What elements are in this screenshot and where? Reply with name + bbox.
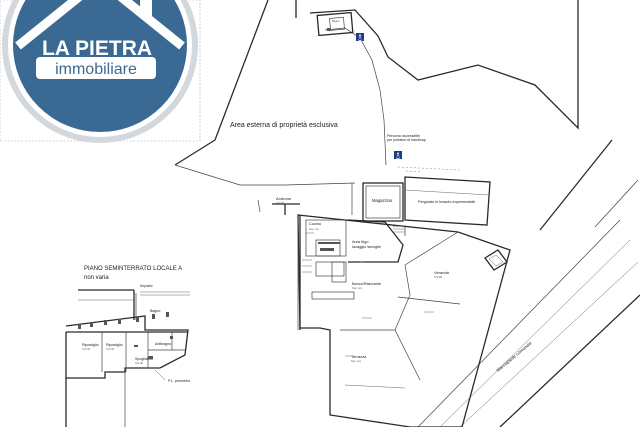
pergolato-label: Pergolato in tessuto impermeabile: [418, 200, 475, 204]
company-logo: LA PIETRA immobiliare: [0, 0, 201, 143]
svg-text:Sup. mq: Sup. mq: [351, 359, 361, 363]
area-frigo-label-2: lavaggio stoviglie: [352, 245, 381, 249]
marciapiede-label: Marciapiede comunale: [495, 340, 532, 373]
street-edge: Marciapiede comunale: [417, 139, 640, 427]
svg-text:h=2.40: h=2.40: [135, 361, 144, 365]
logo-brand-bottom: immobiliare: [55, 61, 137, 78]
piano-seminterrato-title-1: PIANO SEMINTERRATO LOCALE A: [84, 266, 182, 272]
antibagno-label: Antibagno: [155, 342, 171, 346]
svg-text:Sup. mq: Sup. mq: [309, 227, 319, 231]
area-frigo-room: Area frigo lavaggio stoviglie: [347, 219, 406, 263]
veranda-room: Veranda h=2.80: [394, 231, 459, 331]
logo-brand-band: [36, 57, 156, 79]
veranda-label: Veranda: [434, 270, 450, 275]
right-small-fixture: [484, 249, 508, 271]
area-frigo-label-1: Area frigo: [352, 240, 368, 244]
bagno-basement-label: Bagno: [150, 309, 160, 313]
pl-perimetro-label: P.L. perimetro: [168, 379, 190, 383]
cucina-room: Cucina Sup. mq: [305, 219, 347, 257]
area-esterna-label: Area esterna di proprietà esclusiva: [230, 122, 338, 129]
terrazza-label: Terrazza: [351, 354, 367, 359]
percorso-label-line1: Percorso accessibile: [387, 134, 420, 138]
logo-brand-top: LA PIETRA: [42, 37, 152, 60]
basement-plan: Ripostiglio h=2.40 Ripostiglio h=2.40 Sp…: [65, 284, 190, 427]
terrazza-room: Terrazza Sup. mq: [340, 329, 421, 389]
magazzino-room: Magazzino: [362, 182, 404, 222]
bancone-area: Banco/Ristorante Sup. mq: [311, 282, 461, 305]
accessibility-sign-icon: [394, 151, 402, 159]
piano-seminterrato-title-2: non varia: [84, 275, 109, 281]
percorso-label-line2: per portatori di handicap: [387, 138, 426, 142]
pergolato-area: Pergolato in tessuto impermeabile: [404, 176, 491, 226]
accessibility-sign-icon: [356, 33, 364, 41]
top-bathroom: Bagno: [316, 11, 354, 37]
outdoor-area-outline: [174, 0, 579, 215]
ground-floor-plan: Androne h=3.00 Cucina Sup. mq Area frigo…: [272, 196, 511, 427]
ripostiglio-label-2: Ripostiglio: [106, 343, 123, 347]
svg-text:Sup. mq: Sup. mq: [352, 286, 362, 290]
svg-text:h=3.00: h=3.00: [276, 201, 285, 205]
deposito-label: Deposito: [140, 284, 153, 288]
dimension-markers: [305, 232, 434, 357]
cucina-label: Cucina: [309, 222, 322, 226]
magazzino-label: Magazzino: [372, 198, 393, 203]
window-markers: [78, 312, 169, 329]
house-chimney-icon: [140, 0, 152, 16]
ripostiglio-label-1: Ripostiglio: [82, 343, 99, 347]
bancone-label: Banco/Ristorante: [352, 282, 381, 286]
service-rooms: [302, 259, 347, 283]
spogliatoio-label: Spogliatoio: [135, 357, 153, 361]
svg-text:h=2.40: h=2.40: [106, 347, 115, 351]
street-guides: [397, 166, 461, 173]
house-roof-icon: [15, 0, 185, 50]
bagno-top-label: Bagno: [332, 19, 340, 23]
svg-text:h=2.80: h=2.80: [434, 275, 443, 279]
svg-text:h=2.40: h=2.40: [82, 347, 91, 351]
androne-label: Androne: [276, 196, 292, 201]
androne-room: Androne h=3.00: [272, 196, 300, 215]
